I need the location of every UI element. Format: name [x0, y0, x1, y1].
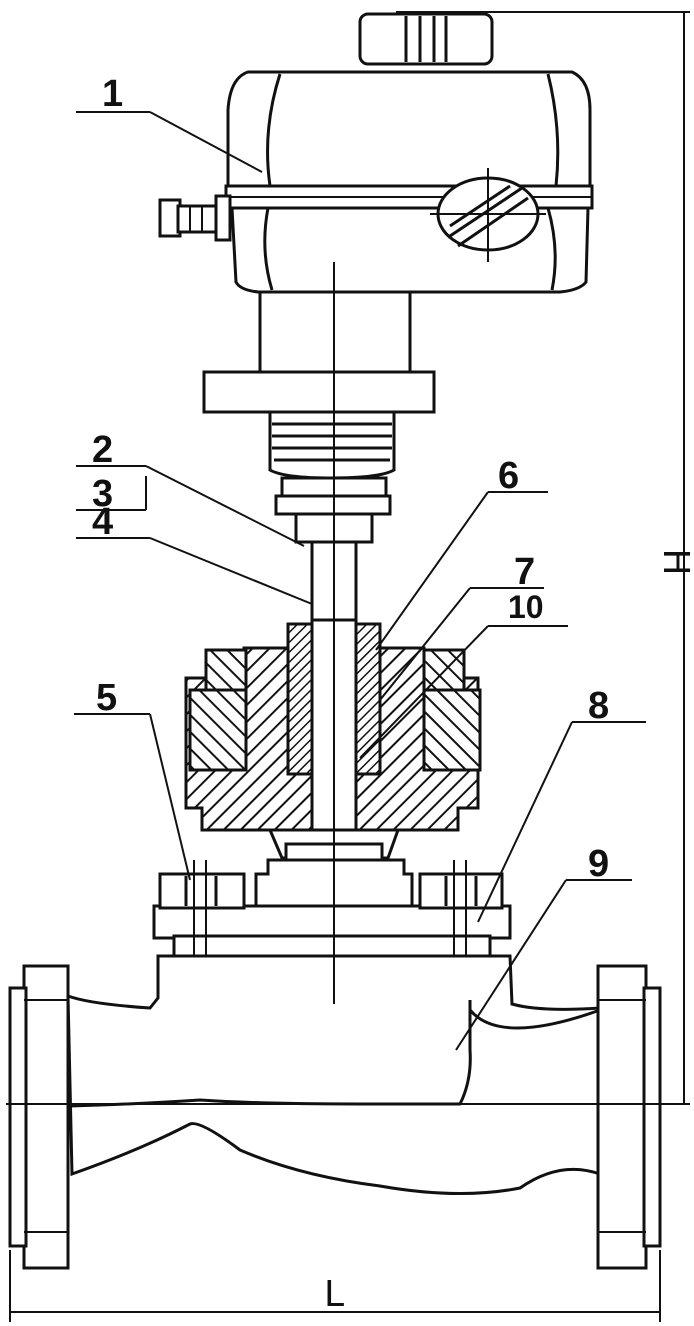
part-label-3: 3 [92, 473, 113, 515]
dimension-height-label: H [655, 548, 694, 575]
yoke-bracket [202, 290, 436, 544]
part-label-2: 2 [92, 429, 113, 471]
dimension-length: L [9, 1250, 661, 1322]
part-label-8: 8 [588, 685, 609, 727]
inlet-flange [8, 964, 70, 1270]
part-label-9: 9 [588, 843, 609, 885]
actuator-indicator-window [430, 168, 546, 262]
part-label-5: 5 [96, 677, 117, 719]
part-label-4: 4 [92, 501, 113, 543]
part-label-10: 10 [508, 589, 544, 625]
outlet-flange [596, 964, 662, 1270]
actuator-housing [224, 70, 594, 294]
dimension-length-label: L [324, 1274, 344, 1315]
part-labels: 1 2 3 4 5 6 7 8 9 10 [92, 73, 609, 885]
part-label-6: 6 [498, 455, 519, 497]
part-label-1: 1 [102, 73, 123, 115]
leader-lines [74, 111, 646, 1051]
dimension-height: H [6, 11, 694, 1105]
actuator-handwheel [358, 12, 494, 66]
part-label-7: 7 [514, 551, 535, 593]
bolt-left [158, 860, 246, 1000]
actuator-cable-gland [158, 194, 232, 242]
